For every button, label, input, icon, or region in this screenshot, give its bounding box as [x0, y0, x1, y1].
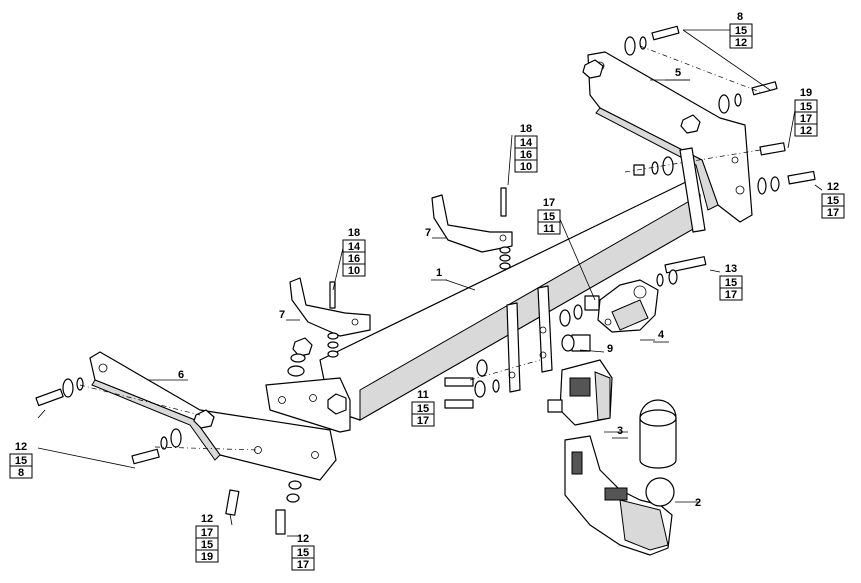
label-15: 15 [417, 403, 429, 415]
label-4: 4 [658, 329, 665, 341]
callout-5: 5 [665, 67, 690, 81]
callout-8-15-12: 8 15 12 [729, 11, 753, 49]
bracket-7-left [287, 277, 371, 377]
ball-neck-2 [564, 399, 677, 556]
label-6: 6 [178, 369, 184, 381]
label-15: 15 [297, 547, 309, 559]
label-12: 12 [297, 533, 309, 545]
label-13: 13 [725, 263, 737, 275]
label-18: 18 [348, 227, 360, 239]
label-7: 7 [425, 227, 431, 239]
callout-6: 6 [178, 369, 184, 381]
label-17: 17 [417, 415, 429, 427]
callout-4: 4 [653, 329, 669, 343]
callout-12-17-15-19: 12 17 15 19 [195, 513, 219, 563]
label-18: 18 [520, 123, 532, 135]
callout-9: 9 [607, 343, 613, 355]
callout-7-left: 7 [279, 309, 285, 321]
label-5: 5 [675, 67, 681, 79]
label-15: 15 [201, 539, 213, 551]
label-12: 12 [800, 125, 812, 137]
label-17: 17 [800, 113, 812, 125]
label-10: 10 [520, 161, 532, 173]
label-12: 12 [827, 181, 839, 193]
label-15: 15 [725, 277, 737, 289]
label-1: 1 [436, 267, 442, 279]
label-12: 12 [735, 37, 747, 49]
label-16: 16 [520, 149, 532, 161]
label-17: 17 [297, 559, 309, 571]
label-8: 8 [18, 467, 24, 479]
label-17: 17 [725, 289, 737, 301]
label-17: 17 [827, 207, 839, 219]
callout-18-14-16-10-left: 18 14 16 10 [342, 227, 366, 277]
callout-11-15-17: 11 15 17 [411, 389, 435, 427]
label-15: 15 [800, 101, 812, 113]
label-15: 15 [15, 455, 27, 467]
label-15: 15 [827, 195, 839, 207]
leader-lines [37, 29, 823, 537]
label-2: 2 [695, 497, 701, 509]
callout-17-15-11: 17 15 11 [537, 197, 561, 235]
label-17: 17 [201, 527, 213, 539]
socket-bracket-4 [597, 256, 707, 333]
callout-19-15-17-12: 19 15 17 12 [794, 87, 818, 137]
callout-18-14-16-10-center: 18 14 16 10 [514, 123, 538, 173]
callout-12-15-17-right: 12 15 17 [821, 181, 845, 219]
callout-labels: 8 15 12 5 19 15 17 12 12 15 17 18 14 16 … [9, 11, 845, 571]
coupling-housing-3 [547, 359, 613, 426]
label-16: 16 [348, 253, 360, 265]
label-10: 10 [348, 265, 360, 277]
label-11: 11 [417, 389, 429, 401]
callout-12-15-17-bottom: 12 15 17 [291, 533, 315, 571]
callout-2: 2 [695, 497, 701, 509]
label-12: 12 [201, 513, 213, 525]
label-9: 9 [607, 343, 613, 355]
label-15: 15 [543, 211, 555, 223]
label-3: 3 [617, 425, 623, 437]
label-7: 7 [279, 309, 285, 321]
label-19: 19 [800, 87, 812, 99]
label-14: 14 [520, 137, 533, 149]
label-14: 14 [348, 241, 361, 253]
crossbeam-1 [265, 147, 706, 433]
label-12: 12 [15, 441, 27, 453]
callout-3: 3 [612, 425, 628, 439]
hardware-left [35, 377, 302, 535]
callout-7-center: 7 [425, 227, 431, 239]
plates-center [444, 285, 600, 409]
callout-12-15-8: 12 15 8 [9, 441, 33, 479]
hardware-top-right [624, 25, 816, 195]
label-8: 8 [737, 11, 743, 23]
bracket-7-center [431, 187, 513, 270]
label-15: 15 [735, 25, 747, 37]
callout-13-15-17: 13 15 17 [719, 263, 743, 301]
label-17: 17 [543, 197, 555, 209]
label-11: 11 [543, 223, 555, 235]
callout-1: 1 [431, 267, 447, 281]
label-19: 19 [201, 551, 213, 563]
bracket-6 [89, 351, 337, 481]
